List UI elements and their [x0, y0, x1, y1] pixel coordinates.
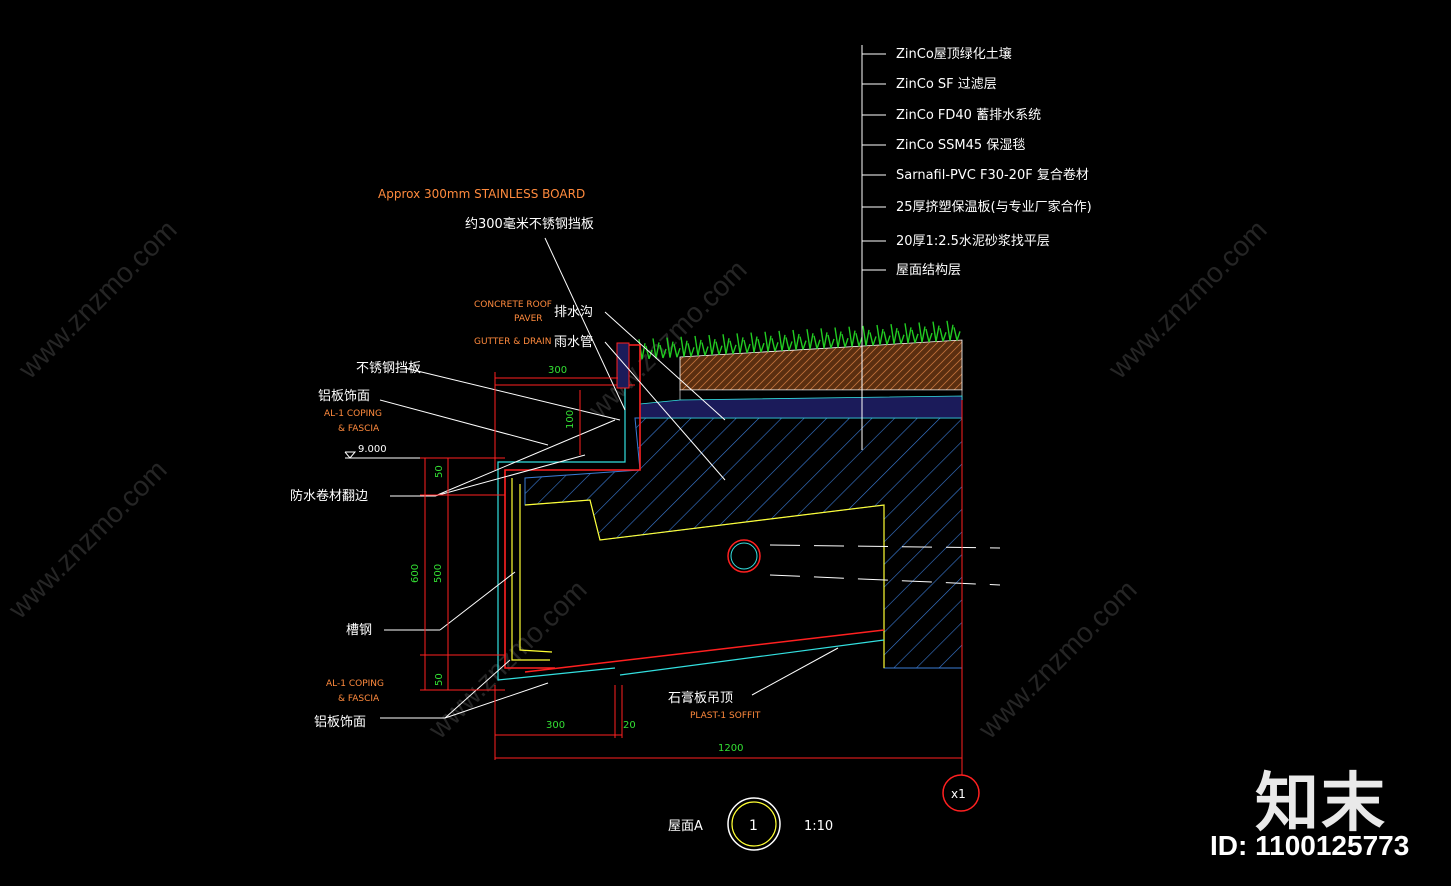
layer-label: 屋面结构层 — [896, 263, 961, 278]
dimension-label: 500 — [433, 564, 444, 583]
level-label: 9.000 — [358, 444, 387, 455]
watermark-text: www.znzmo.com — [422, 574, 593, 745]
drawing-name: 屋面A — [668, 819, 703, 834]
stainless-plate-label: 不锈钢挡板 — [356, 361, 421, 376]
al-coping-bot-label: & FASCIA — [338, 694, 380, 704]
concrete-paver-label: PAVER — [514, 314, 543, 324]
left-annotations: Approx 300mm STAINLESS BOARD 约300毫米不锈钢挡板… — [290, 187, 839, 730]
layer-label: ZinCo SF 过滤层 — [896, 77, 997, 92]
image-id: ID: 1100125773 — [1210, 830, 1410, 861]
brand-logo: 知末 — [1255, 767, 1387, 841]
channel-steel-label: 槽钢 — [346, 623, 372, 638]
al-coping-bot-label: AL-1 COPING — [326, 679, 384, 689]
gypsum-soffit-cn-label: 石膏板吊顶 — [668, 690, 733, 706]
drawing-scale: 1:10 — [804, 819, 833, 834]
layer-label: ZinCo SSM45 保湿毯 — [896, 138, 1025, 153]
stainless-board-cn-label: 约300毫米不锈钢挡板 — [465, 216, 594, 232]
dimension-label: 600 — [410, 564, 421, 583]
drain-ditch-label: 排水沟 — [554, 305, 593, 320]
al-coping-top-label: & FASCIA — [338, 424, 380, 434]
drawing-number: 1 — [749, 818, 758, 834]
layer-label: 20厚1:2.5水泥砂浆找平层 — [896, 234, 1050, 249]
dimension-label: 300 — [546, 720, 565, 731]
watermark-text: www.znzmo.com — [12, 214, 183, 385]
al-fascia-top-cn-label: 铝板饰面 — [318, 389, 370, 404]
grid-reference: x1 — [942, 774, 980, 812]
dimension-label: 50 — [434, 465, 445, 478]
watermark-text: www.znzmo.com — [972, 574, 1143, 745]
dimension-label: 1200 — [718, 743, 743, 754]
al-coping-top-label: AL-1 COPING — [324, 409, 382, 419]
gypsum-soffit-en-label: PLAST-1 SOFFIT — [690, 711, 761, 721]
stainless-board-en-label: Approx 300mm STAINLESS BOARD — [378, 187, 585, 201]
layer-label: ZinCo FD40 蓄排水系统 — [896, 108, 1041, 123]
watermark-text: www.znzmo.com — [2, 454, 173, 625]
layer-label: Sarnafil-PVC F30-20F 复合卷材 — [896, 167, 1089, 183]
layer-callouts: ZinCo屋顶绿化土壤 ZinCo SF 过滤层 ZinCo FD40 蓄排水系… — [862, 46, 1092, 278]
watermark-text: www.znzmo.com — [1102, 214, 1273, 385]
gutter-drain-label: GUTTER & DRAIN — [474, 337, 551, 347]
grid-ref-label: x1 — [951, 787, 966, 801]
rain-pipe-label: 雨水管 — [554, 335, 593, 350]
dimension-label: 300 — [548, 365, 567, 376]
layer-label: ZinCo屋顶绿化土壤 — [896, 46, 1012, 62]
fascia-outline — [495, 342, 1001, 681]
title-block: 屋面A 1 1:10 — [668, 797, 833, 851]
concrete-paver-label: CONCRETE ROOF — [474, 300, 552, 310]
dimension-label: 50 — [434, 673, 445, 686]
al-fascia-bot-cn-label: 铝板饰面 — [314, 715, 366, 730]
dimension-lines: 300 100 50 500 600 50 300 20 1200 — [410, 365, 963, 775]
dimension-label: 100 — [565, 410, 576, 429]
dimension-label: 20 — [623, 720, 636, 731]
layer-label: 25厚挤塑保温板(与专业厂家合作) — [896, 199, 1092, 215]
membrane-up-label: 防水卷材翻边 — [290, 488, 368, 504]
